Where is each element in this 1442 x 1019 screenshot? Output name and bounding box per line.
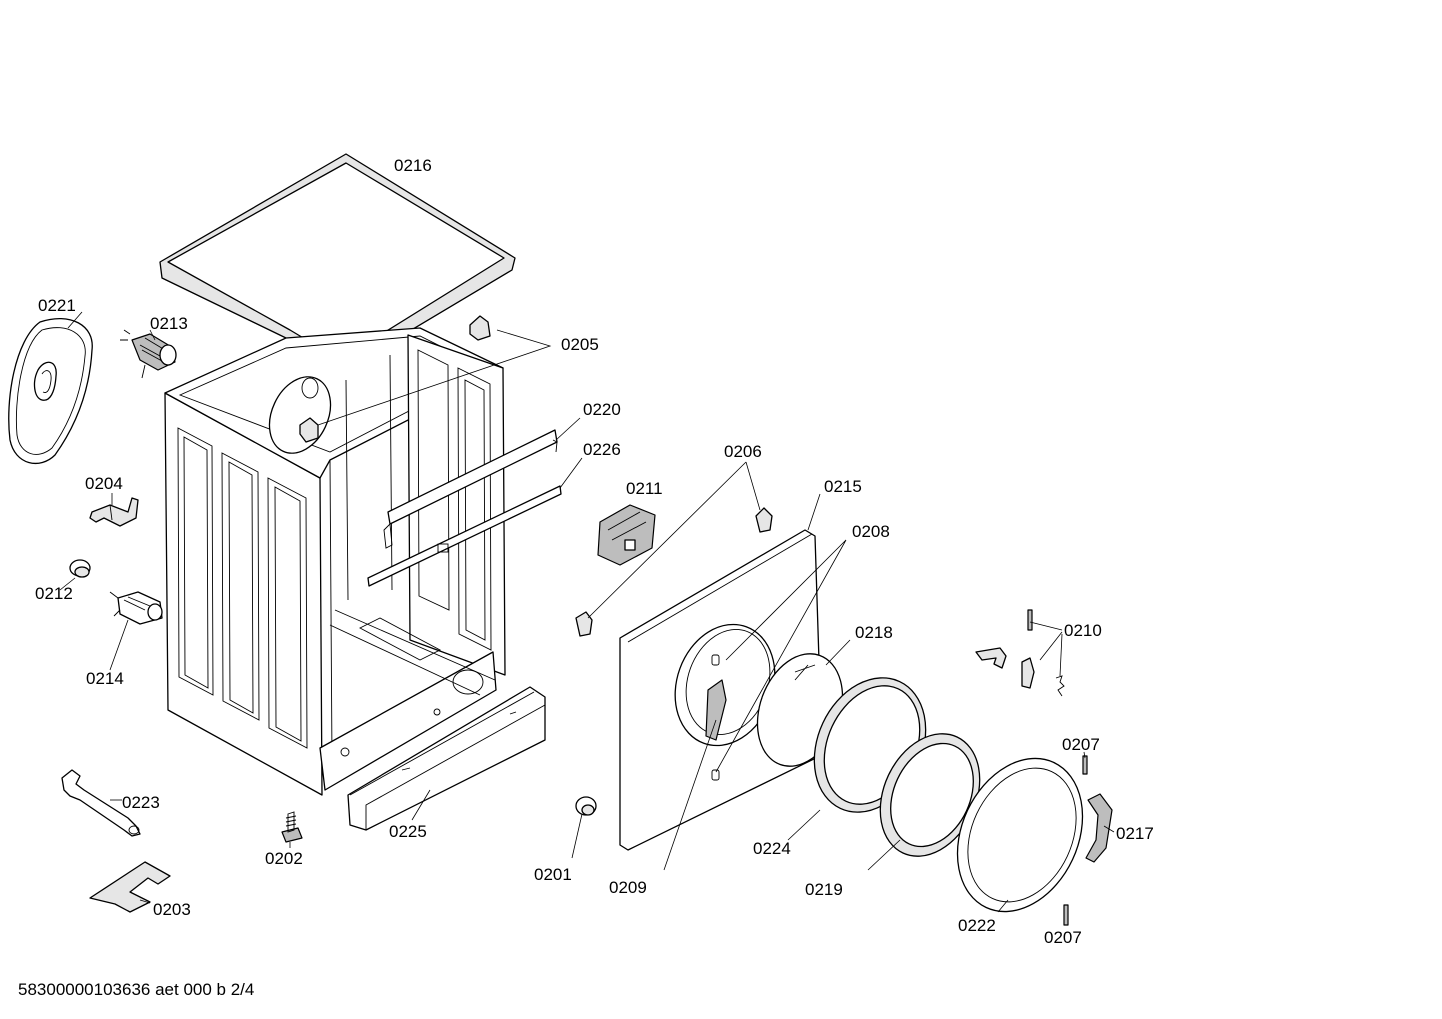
label-0211: 0211 [626, 479, 663, 498]
part-0213-suppressor[interactable] [120, 329, 177, 379]
part-0202-foot[interactable] [281, 811, 303, 843]
part-0221-back-cover[interactable] [8, 318, 93, 464]
part-0201-bung[interactable] [575, 796, 597, 816]
leader-lines [59, 311, 1115, 913]
part-0226-rail[interactable] [367, 485, 562, 587]
label-0202: 0202 [265, 849, 303, 868]
label-0216: 0216 [394, 156, 432, 175]
cabinet-body [164, 327, 506, 796]
part-0219-door-glass[interactable] [861, 718, 998, 873]
label-0201: 0201 [534, 865, 572, 884]
part-labels: 0216 0221 0213 0205 0220 0226 0204 0212 … [35, 156, 1154, 947]
label-0223: 0223 [122, 793, 160, 812]
part-0220-rail[interactable] [383, 429, 558, 549]
part-0222-door-ring[interactable] [934, 738, 1107, 932]
part-0203-transport-plate[interactable] [89, 861, 171, 913]
label-0222: 0222 [958, 916, 996, 935]
label-0205: 0205 [561, 335, 599, 354]
label-0207-top: 0207 [1062, 735, 1100, 754]
label-0208: 0208 [852, 522, 890, 541]
part-0205-clip[interactable] [299, 315, 491, 443]
label-0217: 0217 [1116, 824, 1154, 843]
label-0215: 0215 [824, 477, 862, 496]
label-0226: 0226 [583, 440, 621, 459]
part-0217-door-handle[interactable] [1085, 793, 1113, 863]
label-0225: 0225 [389, 822, 427, 841]
label-0209: 0209 [609, 878, 647, 897]
document-code: 58300000103636 aet 000 b 2/4 [18, 980, 255, 999]
part-0225-plinth[interactable] [347, 686, 546, 831]
part-0204-bracket[interactable] [89, 497, 139, 527]
part-0215-front-panel[interactable] [619, 529, 823, 851]
part-0211-door-lock[interactable] [597, 504, 656, 566]
label-0214: 0214 [86, 669, 124, 688]
label-0220: 0220 [583, 400, 621, 419]
label-0219: 0219 [805, 880, 843, 899]
label-0224: 0224 [753, 839, 791, 858]
part-0212-cap[interactable] [69, 559, 91, 578]
part-0214-absorber[interactable] [109, 591, 163, 625]
label-0207-bottom: 0207 [1044, 928, 1082, 947]
label-0210: 0210 [1064, 621, 1102, 640]
label-0206: 0206 [724, 442, 762, 461]
label-0221: 0221 [38, 296, 76, 315]
label-0204: 0204 [85, 474, 123, 493]
label-0213: 0213 [150, 314, 188, 333]
label-0212: 0212 [35, 584, 73, 603]
part-0210-hinge[interactable] [975, 609, 1065, 697]
label-0218: 0218 [855, 623, 893, 642]
label-0203: 0203 [153, 900, 191, 919]
part-0223-wrench[interactable] [61, 769, 141, 837]
